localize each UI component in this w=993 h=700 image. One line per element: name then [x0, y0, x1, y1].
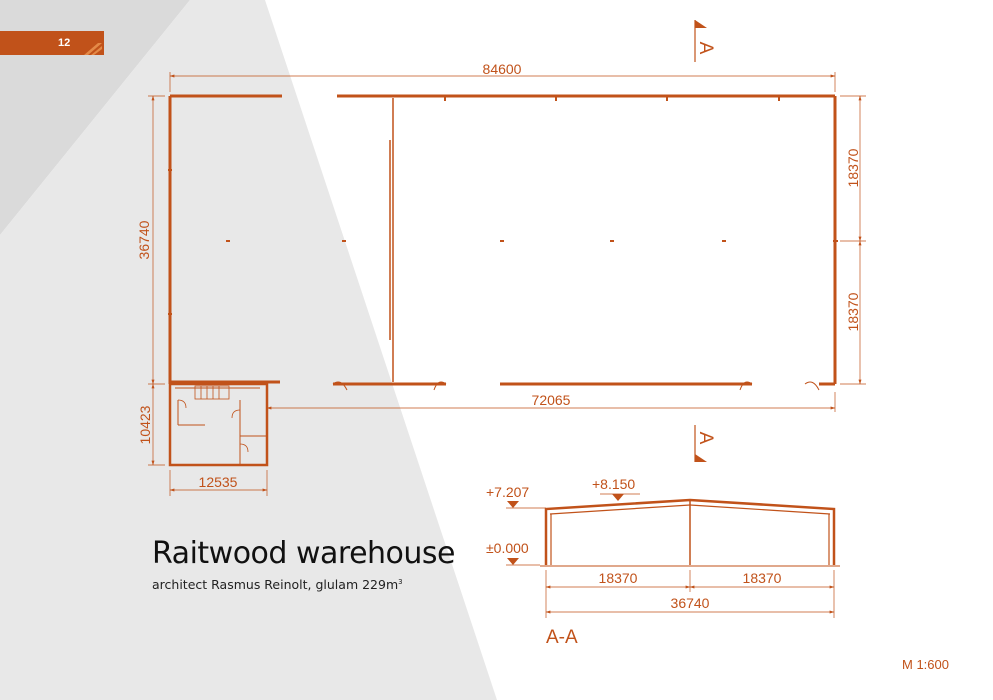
- section-arrow-top-icon: [695, 20, 707, 28]
- eave-level-marker-icon: [507, 501, 519, 508]
- ground-level-label: ±0.000: [486, 540, 529, 556]
- subtitle-text: architect Rasmus Reinolt, glulam 229m: [152, 577, 399, 592]
- eave-level-label: +7.207: [486, 484, 529, 500]
- dim-half-width-top: 18370: [845, 148, 861, 187]
- hall-doors: [332, 381, 835, 391]
- dim-right-span: 18370: [743, 570, 782, 586]
- section-drawing: [506, 493, 840, 618]
- section-label: A-A: [546, 627, 578, 648]
- dim-total-length: 84600: [483, 61, 522, 77]
- ground-level-marker-icon: [507, 558, 519, 565]
- dim-half-width-bottom: 18370: [845, 292, 861, 331]
- section-marker-top: A: [695, 42, 716, 55]
- dim-hall-length: 72065: [532, 392, 571, 408]
- page-tab-stripe-icon: [84, 43, 102, 55]
- annex-block: [168, 382, 269, 467]
- subtitle-superscript: 3: [398, 577, 403, 586]
- internal-partition: [389, 98, 394, 382]
- ridge-level-marker-icon: [612, 494, 624, 501]
- dim-annex-length: 12535: [199, 474, 238, 490]
- column-marks: [168, 96, 838, 315]
- plan-dimension-lines: [148, 72, 866, 496]
- background-diagonal-band: [0, 0, 497, 700]
- dim-total-width: 36740: [136, 220, 152, 259]
- page-number: 12: [58, 37, 71, 49]
- dim-annex-width: 10423: [137, 405, 153, 444]
- ridge-level-label: +8.150: [592, 476, 635, 492]
- dim-left-span: 18370: [599, 570, 638, 586]
- section-arrow-bottom-icon: [695, 454, 707, 462]
- page-number-tab: 12: [0, 31, 104, 55]
- project-subtitle: architect Rasmus Reinolt, glulam 229m3: [152, 577, 403, 592]
- section-marker-bottom: A: [695, 432, 716, 445]
- drawing-scale: M 1:600: [902, 657, 949, 672]
- dim-total-span: 36740: [671, 595, 710, 611]
- project-title: Raitwood warehouse: [152, 536, 456, 571]
